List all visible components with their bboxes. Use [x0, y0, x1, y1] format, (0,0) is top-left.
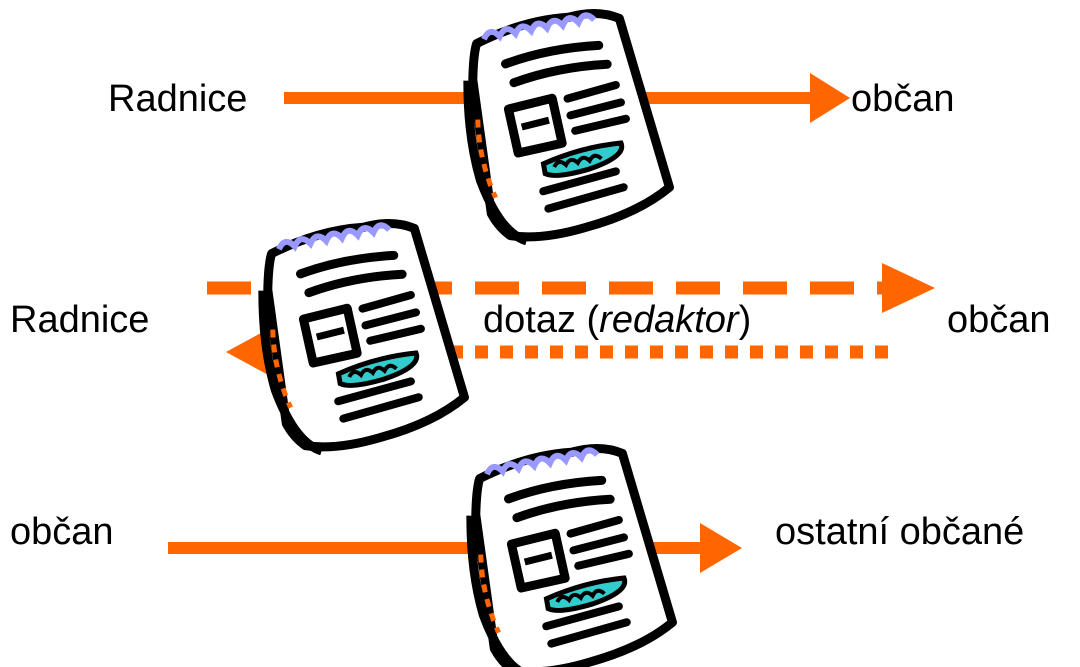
- row3-source-label: občan: [10, 511, 114, 553]
- newspaper-icon: [456, 439, 677, 667]
- row1-source-label: Radnice: [108, 78, 248, 120]
- row2-middle-suffix: ): [738, 299, 752, 341]
- newspaper-icon: [248, 214, 469, 457]
- row2-source-label: Radnice: [10, 299, 150, 341]
- newspaper-icon: [453, 4, 674, 247]
- row2-middle-italic: redaktor: [599, 299, 739, 341]
- row2-target-label: občan: [947, 299, 1051, 341]
- row1-target-label: občan: [851, 78, 955, 120]
- row2-middle-prefix: dotaz (: [483, 299, 600, 341]
- row2-forward-arrow: [207, 263, 935, 313]
- row3-target-label: ostatní občané: [775, 511, 1025, 553]
- row2-middle-label: dotaz (redaktor): [483, 301, 751, 339]
